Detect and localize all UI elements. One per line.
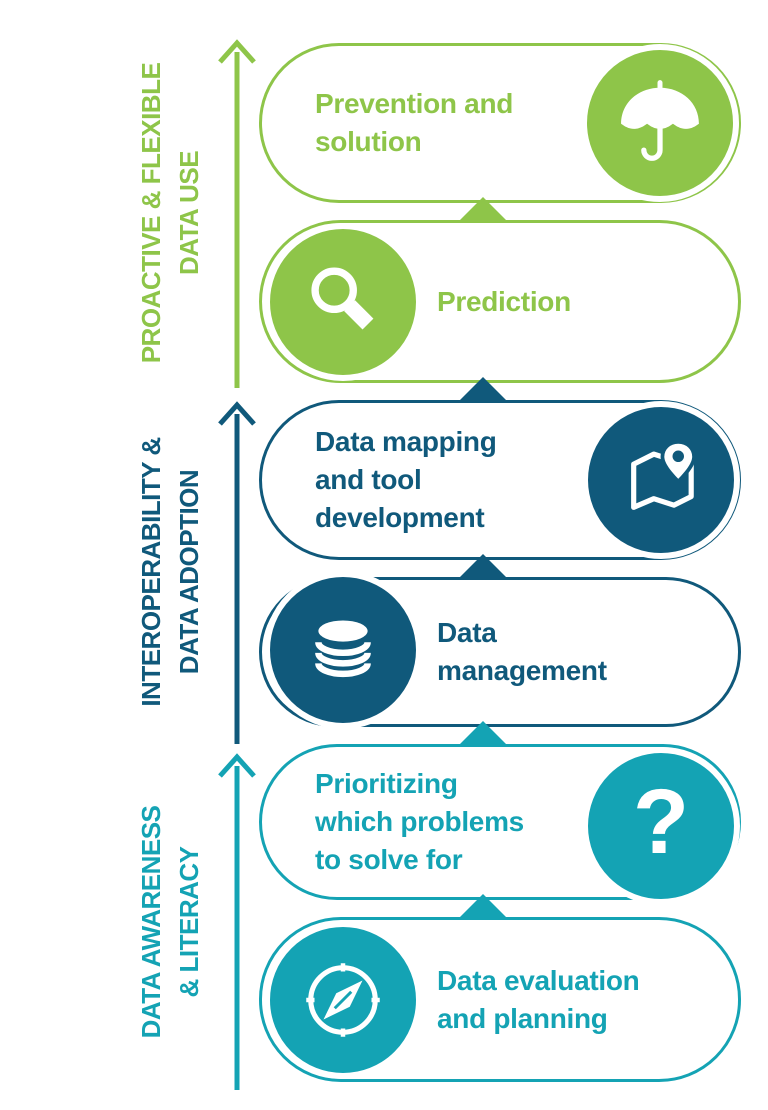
step-text: Data management [262,614,738,690]
question-mark-icon: ? [582,747,740,905]
step-text-line: and planning [437,1002,608,1034]
section-label-line: & LITERACY [174,846,204,998]
step-text-line: Prevention and [315,88,514,119]
section-label-line: DATA ADOPTION [174,469,204,675]
step-text-line: which problems [315,806,524,837]
up-arrow-interoperability [218,401,256,744]
section-label-line: DATA AWARENESS [136,805,166,1039]
step-text-line: and tool [315,464,422,495]
step-text: Prioritizing which problems to solve for [262,765,738,879]
database-icon [264,571,422,729]
map-icon [582,401,740,559]
section-label-line: INTEROPERABILITY & [136,437,166,707]
question-mark-glyph: ? [632,771,690,873]
step-connector-up-triangle [460,554,506,577]
umbrella-icon [581,44,739,202]
up-arrow-proactive [218,39,256,388]
step-text-line: development [315,502,485,533]
section-label-line: DATA USE [174,150,204,276]
step-text: Prevention and solution [262,85,738,161]
step-text: Data mapping and tool development [262,423,738,537]
step-connector-up-triangle [460,377,506,400]
section-label-data-awareness-literacy: DATA AWARENESS & LITERACY [132,806,208,1039]
section-label-proactive-flexible-data-use: PROACTIVE & FLEXIBLE DATA USE [132,63,208,364]
magnifier-icon [264,223,422,381]
step-text-line: Data [437,617,497,648]
step-text-line: Data mapping [315,426,497,457]
step-connector-up-triangle [460,721,506,744]
step-text: Data evaluation and planning [262,962,738,1038]
step-text-line: management [437,655,607,686]
section-label-line: PROACTIVE & FLEXIBLE [136,62,166,364]
step-text-line: Prioritizing [315,768,458,799]
compass-icon [264,921,422,1079]
section-label-interoperability-data-adoption: INTEROPERABILITY & DATA ADOPTION [132,437,208,706]
step-connector-up-triangle [460,197,506,220]
step-text: Prediction [262,283,738,321]
step-text-line: solution [315,126,422,157]
step-pill-data-evaluation-planning: Data evaluation and planning [259,917,741,1082]
up-arrow-awareness [218,753,256,1090]
step-connector-up-triangle [460,894,506,917]
step-text-line: Prediction [437,285,571,317]
step-text-line: Data evaluation [437,964,640,996]
step-text-line: to solve for [315,844,463,875]
